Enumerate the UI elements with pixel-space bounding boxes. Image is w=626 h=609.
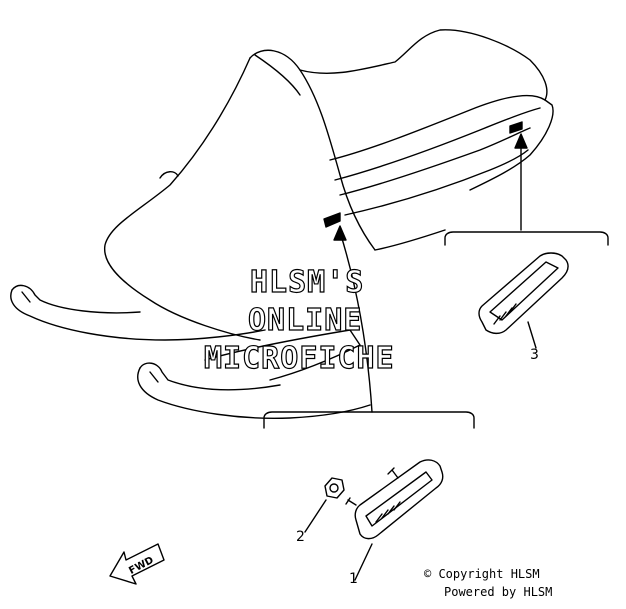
leader-arrows <box>333 133 528 413</box>
watermark-line-3: MICROFICHE <box>203 341 395 376</box>
watermark-line-2: ONLINE <box>247 303 363 338</box>
part-brackets <box>263 231 609 429</box>
copyright-text: © Copyright HLSM <box>424 567 540 581</box>
fwd-arrow: FWD <box>109 543 165 585</box>
callout-1: 1 <box>349 571 358 587</box>
fwd-label: FWD <box>127 555 155 577</box>
part-3-reflector <box>478 252 569 349</box>
part-2-nut <box>304 477 345 533</box>
powered-by-text: Powered by HLSM <box>444 585 553 599</box>
callout-2: 2 <box>296 529 305 545</box>
callout-3: 3 <box>530 347 539 363</box>
snowmobile-body <box>10 29 554 419</box>
watermark-line-1: HLSM'S <box>249 265 365 300</box>
part-1-reflector <box>345 459 444 581</box>
